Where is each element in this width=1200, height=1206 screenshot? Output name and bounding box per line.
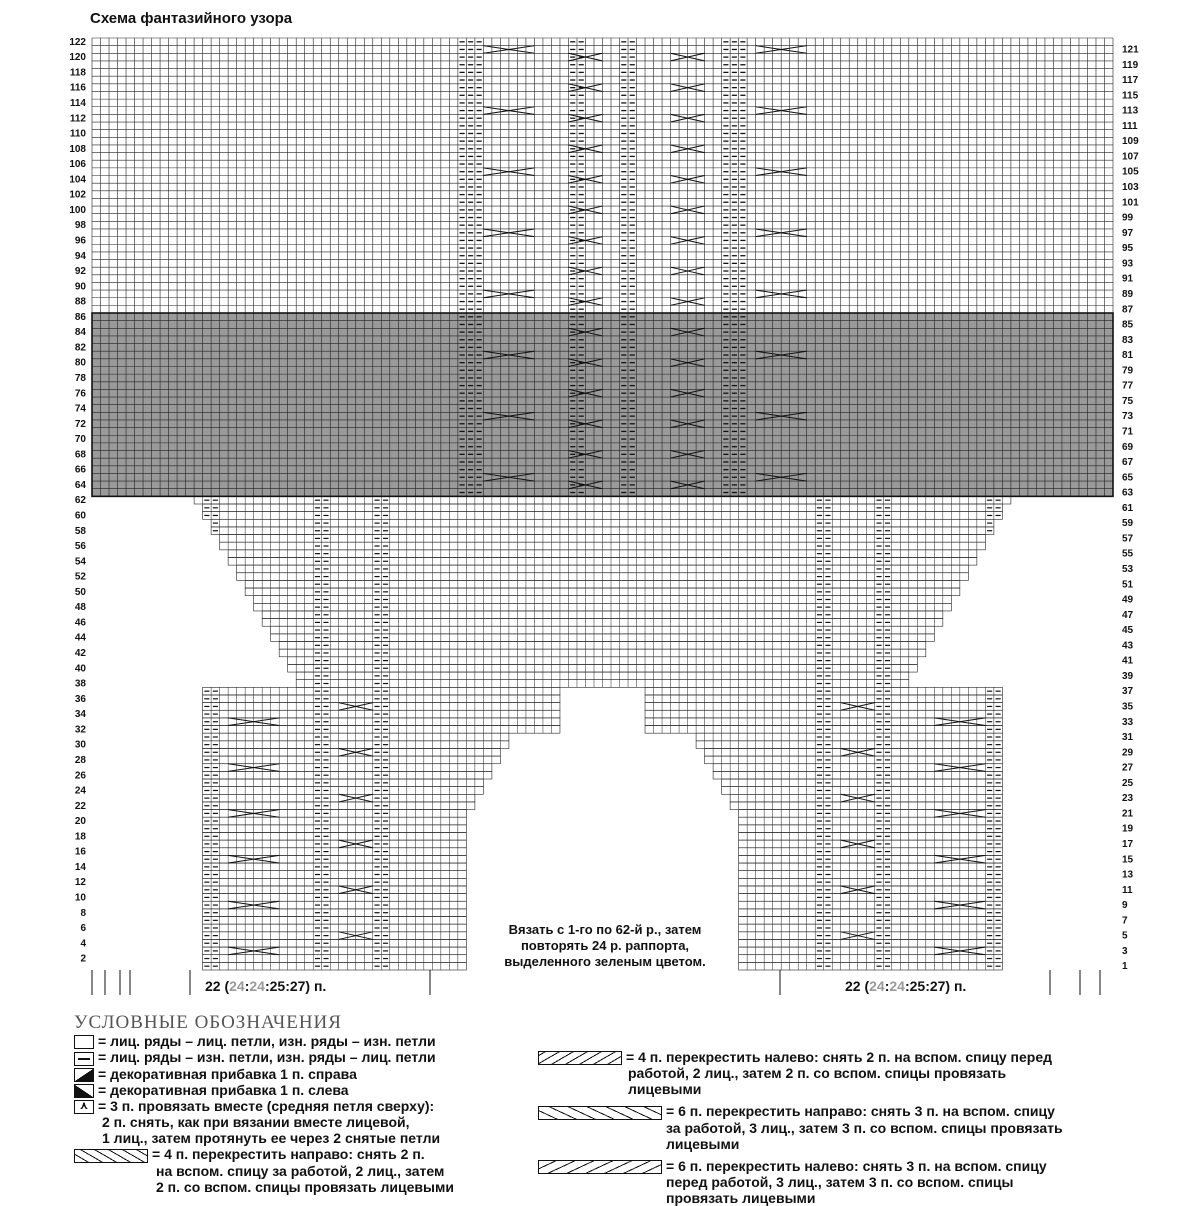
chart-row-segment bbox=[739, 909, 1003, 917]
chart-row-segment bbox=[203, 917, 467, 925]
chart-row-segment bbox=[739, 832, 1003, 840]
chart-row-segment bbox=[739, 863, 1003, 871]
chart-row-segment bbox=[203, 748, 501, 756]
chart-row-segment bbox=[705, 756, 1003, 764]
chart-row-segment bbox=[739, 962, 1003, 970]
chart-row-segment bbox=[705, 748, 1003, 756]
knitting-chart: 1221201181161141121101081061041021009896… bbox=[0, 0, 1200, 1000]
chart-row-segment bbox=[739, 871, 1003, 879]
chart-row-segment bbox=[203, 909, 467, 917]
chart-row-segment bbox=[203, 878, 467, 886]
chart-row-segment bbox=[203, 840, 467, 848]
chart-row-segment bbox=[203, 871, 467, 879]
chart-row-segment bbox=[203, 848, 467, 856]
chart-row-segment bbox=[739, 848, 1003, 856]
chart-row-segment bbox=[203, 825, 467, 833]
chart-row-segment bbox=[203, 932, 467, 940]
chart-row-segment bbox=[203, 894, 467, 902]
chart-row-segment bbox=[203, 863, 467, 871]
chart-row-segment bbox=[203, 832, 467, 840]
chart-row-segment bbox=[739, 917, 1003, 925]
chart-row-segment bbox=[722, 787, 1003, 795]
chart-row-segment bbox=[203, 924, 467, 932]
chart-row-segment bbox=[203, 817, 467, 825]
chart-row-segment bbox=[722, 779, 1003, 787]
chart-row-segment bbox=[739, 878, 1003, 886]
chart-row-segment bbox=[203, 901, 467, 909]
chart-row-segment bbox=[739, 939, 1003, 947]
chart-row-segment bbox=[739, 825, 1003, 833]
chart-row-segment bbox=[203, 855, 467, 863]
chart-row-segment bbox=[739, 924, 1003, 932]
chart-row-segment bbox=[203, 810, 467, 818]
chart-row-segment bbox=[203, 779, 484, 787]
chart-row-segment bbox=[203, 886, 467, 894]
chart-row-segment bbox=[739, 894, 1003, 902]
chart-row-segment bbox=[203, 787, 484, 795]
chart-row-segment bbox=[203, 756, 501, 764]
chart-row-segment bbox=[739, 817, 1003, 825]
chart-row-segment bbox=[203, 955, 467, 963]
chart-row-segment bbox=[739, 955, 1003, 963]
chart-row-segment bbox=[203, 939, 467, 947]
chart-row-segment bbox=[203, 947, 467, 955]
chart-row-segment bbox=[203, 962, 467, 970]
